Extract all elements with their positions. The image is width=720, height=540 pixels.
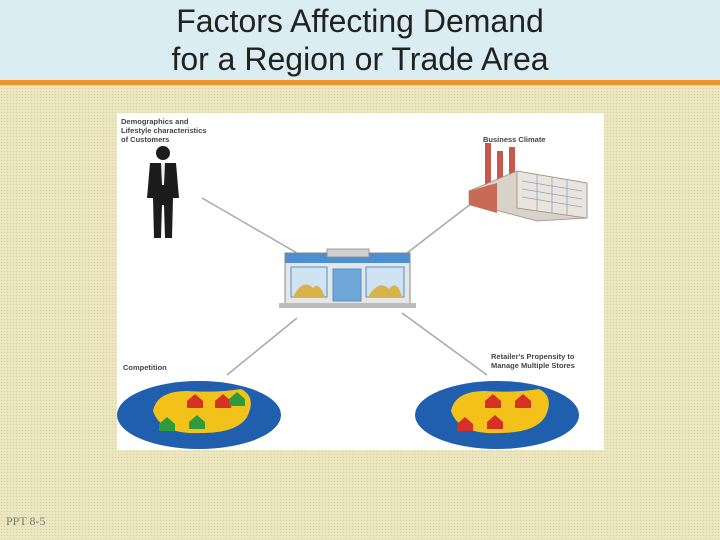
diagram-svg <box>117 143 588 449</box>
factory-icon <box>468 143 588 222</box>
title-accent-rule <box>0 80 720 85</box>
label-customers: Demographics and Lifestyle characteristi… <box>121 117 207 144</box>
competition-map-icon <box>117 381 281 449</box>
slide-title: Factors Affecting Demand for a Region or… <box>0 2 720 78</box>
connector-customers <box>201 197 298 254</box>
title-bar <box>0 0 720 80</box>
multi-store-map-icon <box>415 381 579 449</box>
diagram-panel: Demographics and Lifestyle characteristi… <box>117 113 604 450</box>
person-icon <box>147 146 179 238</box>
label-business-climate: Business Climate <box>483 135 546 144</box>
label-competition: Competition <box>123 363 167 372</box>
slide-title-line1: Factors Affecting Demand <box>176 3 544 39</box>
slide-footer: PPT 8-5 <box>6 514 46 528</box>
connector-lines <box>201 197 488 376</box>
store-icon <box>279 248 416 308</box>
label-retailer-propensity: Retailer's Propensity to Manage Multiple… <box>491 352 575 370</box>
connector-business <box>406 202 473 254</box>
connector-retailer <box>401 312 488 376</box>
connector-competition <box>226 317 298 376</box>
slide-title-line2: for a Region or Trade Area <box>171 41 549 77</box>
